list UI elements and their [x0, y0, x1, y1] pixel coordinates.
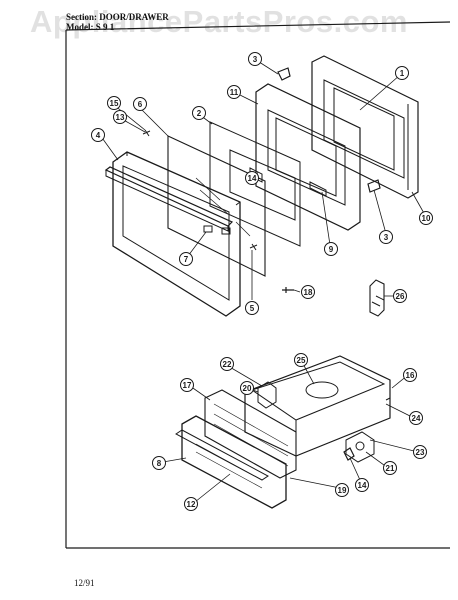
- svg-text:5: 5: [250, 304, 255, 313]
- svg-text:18: 18: [304, 288, 313, 297]
- leader-lines: [99, 59, 426, 503]
- svg-text:7: 7: [184, 255, 189, 264]
- watermark: AppliancePartsPros.com: [30, 4, 408, 39]
- svg-text:16: 16: [406, 371, 415, 380]
- svg-text:10: 10: [422, 214, 431, 223]
- svg-text:1: 1: [400, 69, 405, 78]
- back-door-panel: [311, 55, 419, 199]
- screw-18: [282, 287, 294, 293]
- callout-6: 6: [133, 97, 147, 111]
- door-latch: [369, 279, 385, 317]
- svg-text:13: 13: [116, 113, 125, 122]
- callout-14-upper: 14: [245, 171, 259, 185]
- callout-4: 4: [91, 128, 105, 142]
- svg-text:12: 12: [187, 500, 196, 509]
- drawer-bracket: [257, 381, 277, 409]
- callout-8: 8: [152, 456, 166, 470]
- svg-text:3: 3: [253, 55, 258, 64]
- callout-3-lower: 3: [379, 230, 393, 244]
- svg-text:21: 21: [386, 464, 395, 473]
- drawer-rail: [345, 431, 375, 463]
- callout-9: 9: [324, 242, 338, 256]
- date-code: 12/91: [74, 578, 95, 588]
- svg-text:14: 14: [358, 481, 367, 490]
- door-hinges: [277, 67, 381, 193]
- callout-25: 25: [294, 353, 308, 367]
- callout-18: 18: [301, 285, 315, 299]
- drawer-body: [244, 355, 391, 457]
- inner-door-liner: [255, 83, 361, 231]
- callout-22: 22: [220, 357, 234, 371]
- callout-14-lower: 14: [355, 478, 369, 492]
- callout-17: 17: [180, 378, 194, 392]
- callout-7: 7: [179, 252, 193, 266]
- model-label: Model: S 9 1: [66, 22, 115, 32]
- callout-5: 5: [245, 301, 259, 315]
- callout-11: 11: [227, 85, 241, 99]
- svg-text:19: 19: [338, 486, 347, 495]
- svg-text:8: 8: [157, 459, 162, 468]
- svg-text:22: 22: [223, 360, 232, 369]
- glass-clips: [203, 225, 231, 235]
- callout-16: 16: [403, 368, 417, 382]
- svg-text:23: 23: [416, 448, 425, 457]
- callout-15: 15: [107, 96, 121, 110]
- svg-text:15: 15: [110, 99, 119, 108]
- drawer-front: [175, 415, 287, 509]
- callout-2: 2: [192, 106, 206, 120]
- callout-10: 10: [419, 211, 433, 225]
- svg-text:6: 6: [138, 100, 143, 109]
- svg-text:17: 17: [183, 381, 192, 390]
- callout-24: 24: [409, 411, 423, 425]
- inner-glass: [209, 121, 301, 247]
- svg-text:20: 20: [243, 384, 252, 393]
- callout-21: 21: [383, 461, 397, 475]
- callout-20: 20: [240, 381, 254, 395]
- svg-text:25: 25: [297, 356, 306, 365]
- outer-glass-panel: [167, 135, 266, 277]
- svg-text:9: 9: [329, 245, 334, 254]
- svg-text:4: 4: [96, 131, 101, 140]
- svg-text:26: 26: [396, 292, 405, 301]
- svg-text:14: 14: [248, 174, 257, 183]
- callout-13: 13: [113, 110, 127, 124]
- svg-text:2: 2: [197, 109, 202, 118]
- svg-text:3: 3: [384, 233, 389, 242]
- door-frame: [104, 151, 241, 317]
- drawer-roller: [343, 447, 355, 461]
- callout-26: 26: [393, 289, 407, 303]
- callout-19: 19: [335, 483, 349, 497]
- callout-12: 12: [184, 497, 198, 511]
- section-title: Section: DOOR/DRAWER: [66, 12, 169, 22]
- callout-23: 23: [413, 445, 427, 459]
- callout-1: 1: [395, 66, 409, 80]
- callout-3-upper: 3: [248, 52, 262, 66]
- door-screws: [142, 129, 258, 251]
- svg-text:11: 11: [230, 88, 239, 97]
- svg-text:24: 24: [412, 414, 421, 423]
